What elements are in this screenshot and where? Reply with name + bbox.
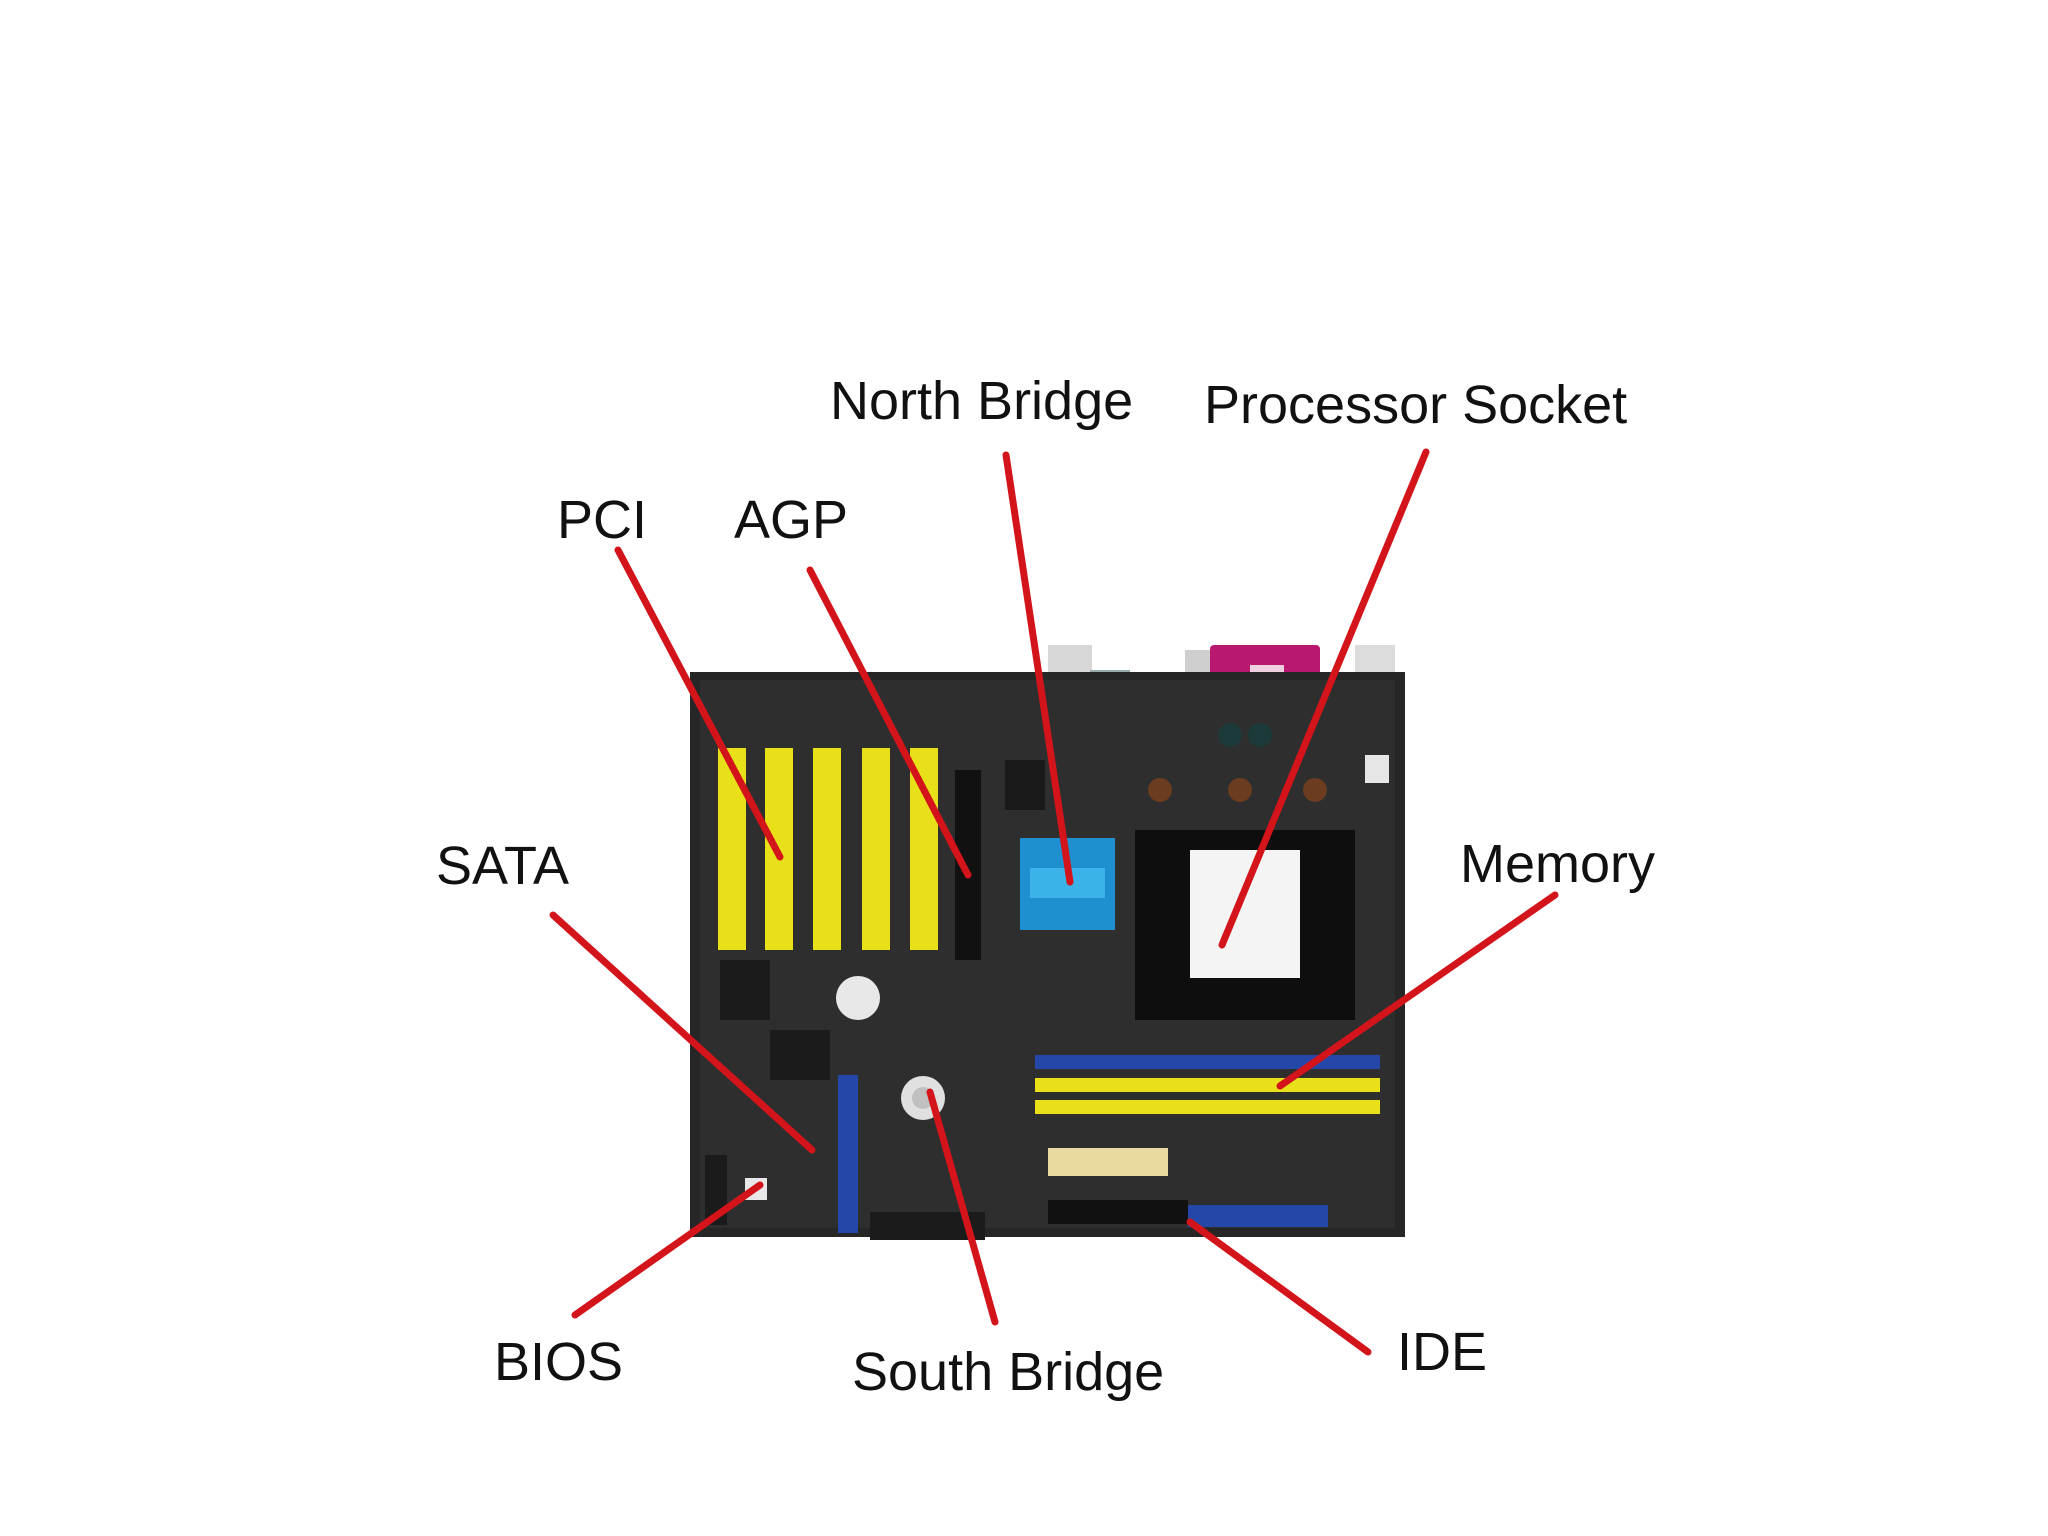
label-processor-socket: Processor Socket bbox=[1204, 378, 1627, 432]
leader-north-bridge bbox=[1006, 455, 1070, 882]
leader-pci bbox=[618, 550, 780, 857]
leader-agp bbox=[810, 570, 968, 875]
leader-south-bridge bbox=[930, 1092, 995, 1322]
label-bios: BIOS bbox=[494, 1335, 623, 1389]
leader-processor-socket bbox=[1222, 452, 1426, 945]
label-ide: IDE bbox=[1397, 1325, 1487, 1379]
label-south-bridge: South Bridge bbox=[852, 1345, 1164, 1399]
label-north-bridge: North Bridge bbox=[830, 374, 1133, 428]
leader-ide bbox=[1190, 1222, 1368, 1352]
leader-bios bbox=[575, 1185, 760, 1315]
label-pci: PCI bbox=[557, 493, 647, 547]
leader-sata bbox=[553, 915, 812, 1150]
label-agp: AGP bbox=[734, 493, 848, 547]
label-memory: Memory bbox=[1460, 837, 1655, 891]
label-sata: SATA bbox=[436, 839, 569, 893]
leader-memory bbox=[1280, 895, 1555, 1086]
